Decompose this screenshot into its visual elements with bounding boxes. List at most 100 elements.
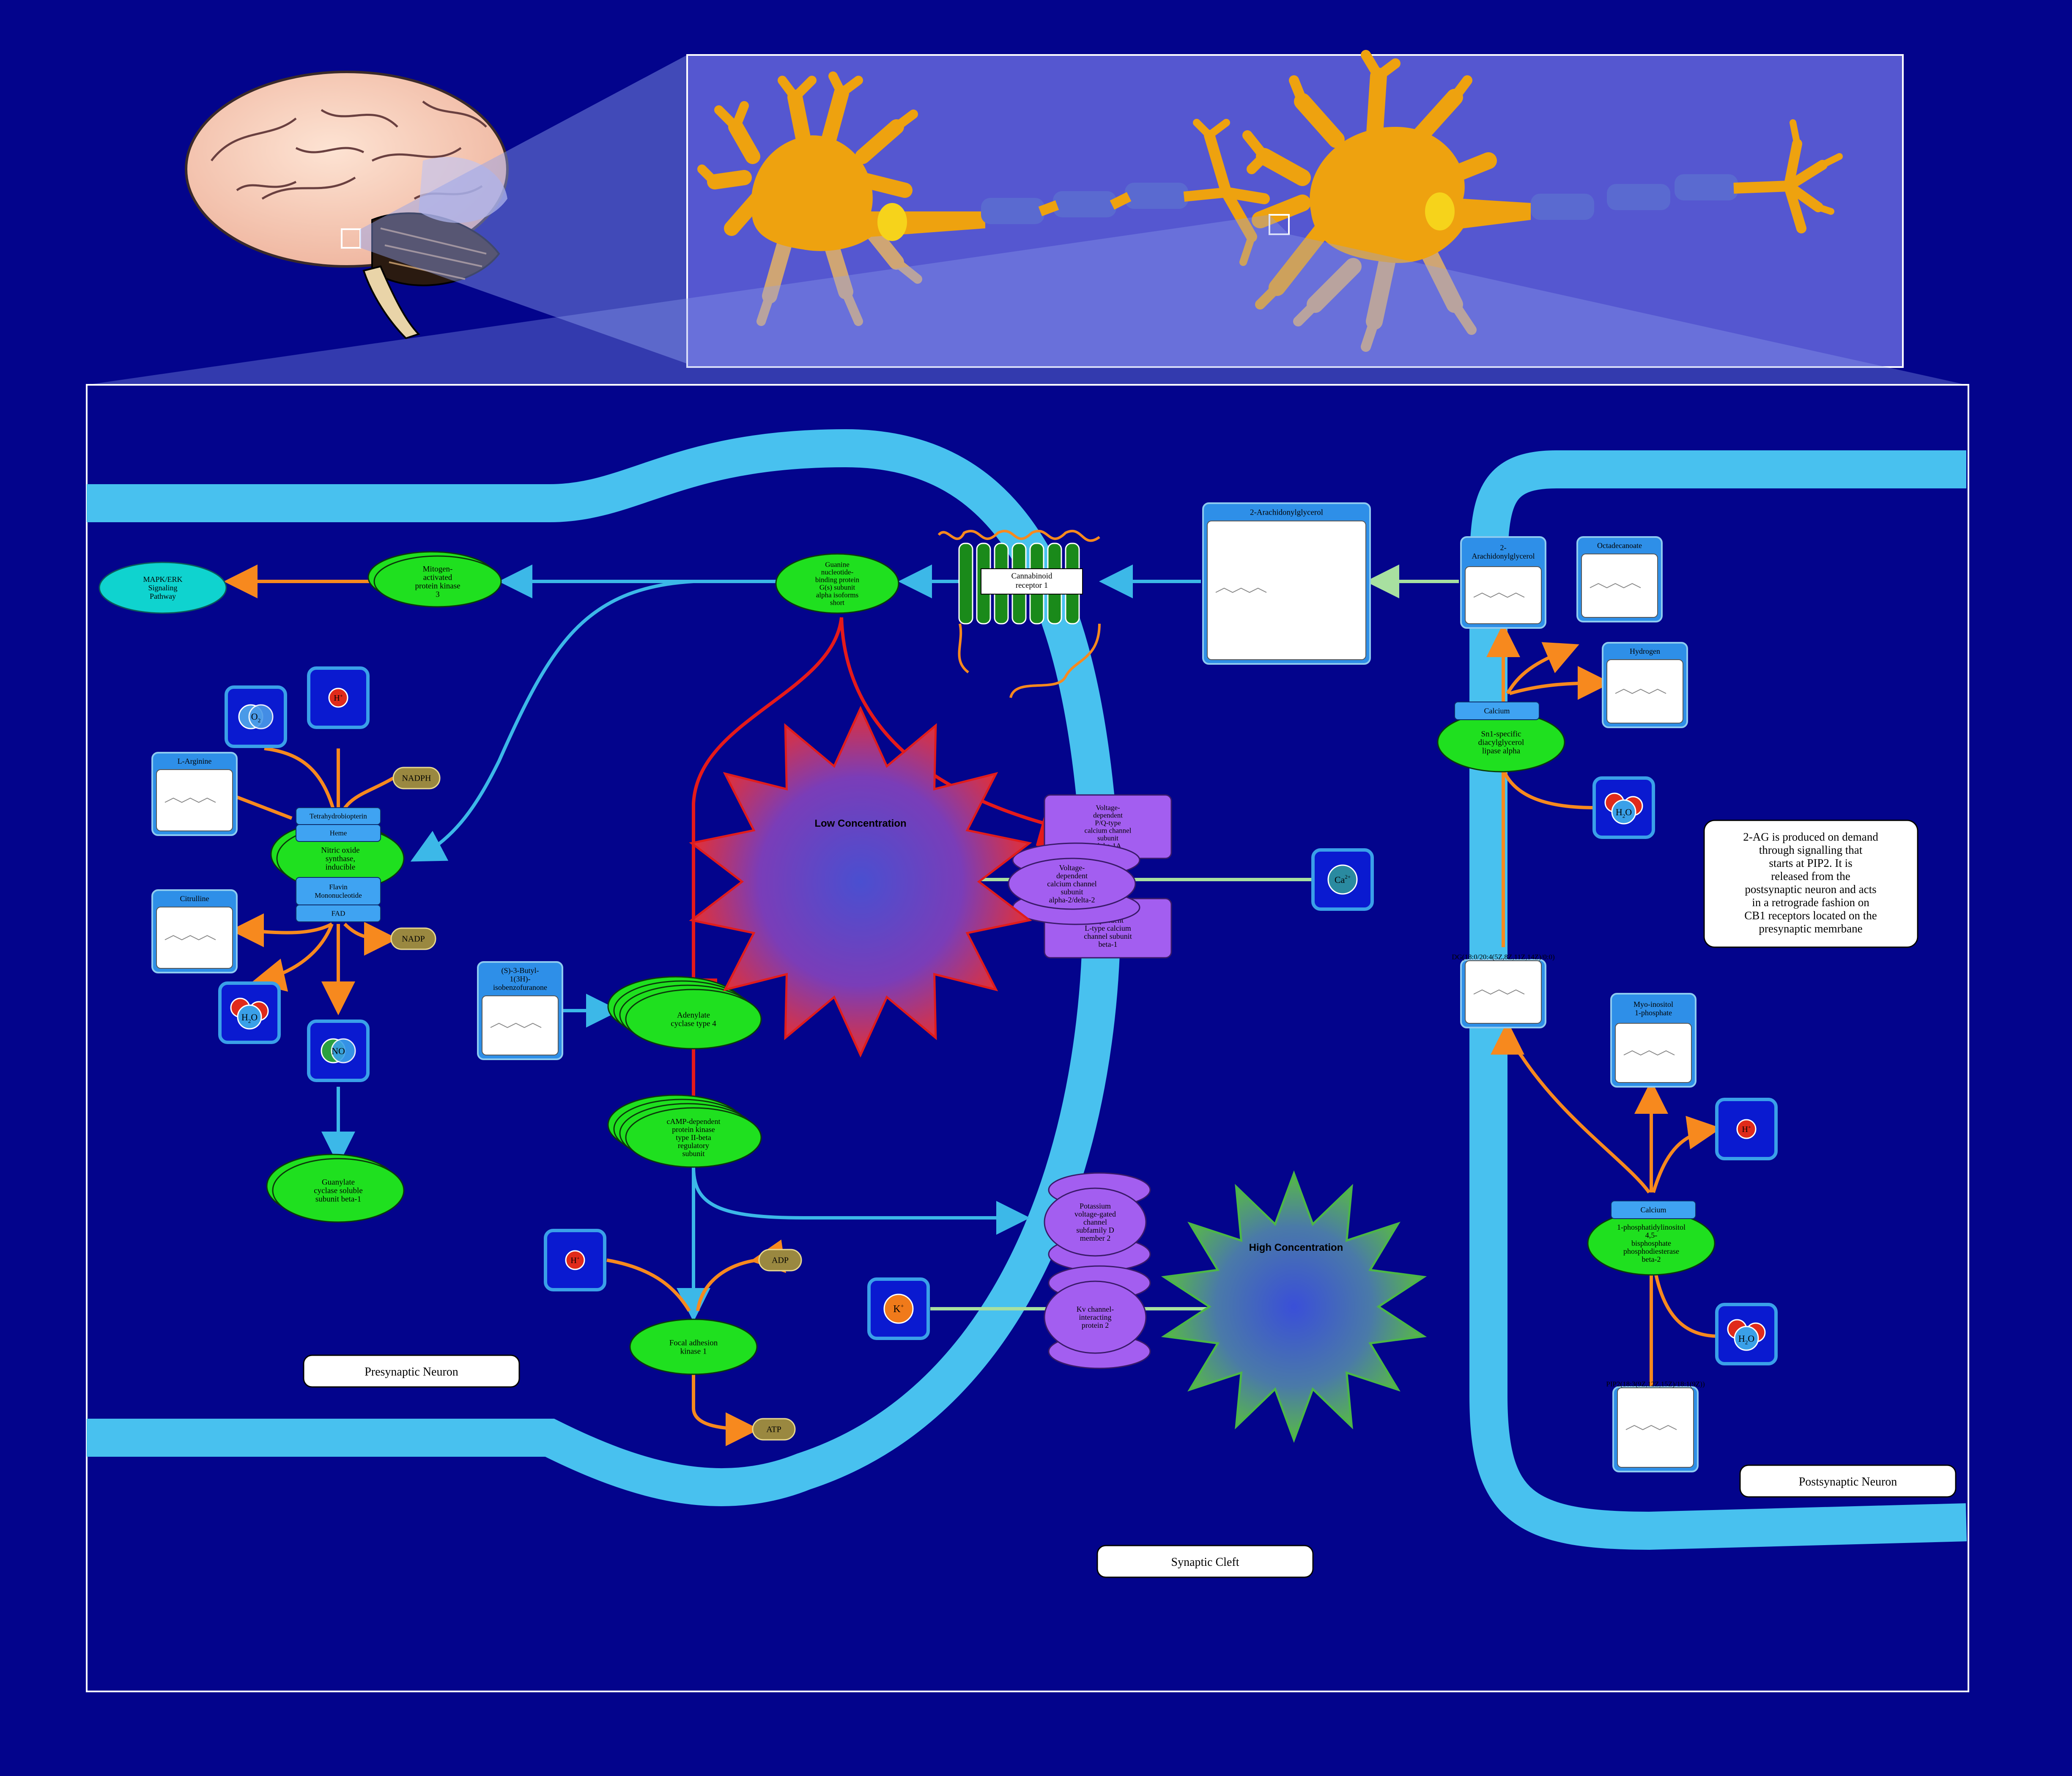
hydrogen-ion-box-3: H+ xyxy=(1715,1098,1778,1160)
label-text: FAD xyxy=(332,910,345,918)
water-ion-box-2: H2O xyxy=(1592,776,1655,839)
svg-text:H2O: H2O xyxy=(1738,1333,1754,1346)
label-text: Octadecanoate xyxy=(1597,541,1642,550)
svg-text:Presynaptic Neuron: Presynaptic Neuron xyxy=(365,1365,458,1379)
diacylglycerol-box[interactable]: DG(18:0/20:4(5Z,8Z,11Z,14Z)/0:0) xyxy=(1452,953,1555,1028)
calcium-ion-box-right: Ca2+ xyxy=(1311,848,1374,911)
potassium-ion-box-left: K+ xyxy=(867,1277,930,1340)
label-text: (S)-3-Butyl-1(3H)-isobenzofuranone xyxy=(493,966,547,992)
atp-pill: ATP xyxy=(752,1418,796,1441)
label-text: 2-Arachidonylglycerol xyxy=(1250,508,1323,517)
high-concentration-label: High Concentration xyxy=(1249,1242,1343,1253)
water-ion-box-1: H2O xyxy=(218,981,281,1044)
label-text: Calcium xyxy=(1484,707,1510,715)
label-text: Heme xyxy=(330,829,347,837)
structure-icon xyxy=(1215,587,1267,593)
butyl-isobenzofuranone-box[interactable]: (S)-3-Butyl-1(3H)-isobenzofuranone xyxy=(477,961,563,1060)
octadecanoate-box[interactable]: Octadecanoate xyxy=(1576,536,1663,622)
nadp-pill: NADP xyxy=(390,927,436,950)
label-postsynaptic: Postsynaptic Neuron xyxy=(1739,1464,1957,1498)
hydrogen-box[interactable]: Hydrogen xyxy=(1602,642,1688,728)
zoom-cone-bottom xyxy=(87,215,1966,385)
label-synaptic-cleft: Synaptic Cleft xyxy=(1096,1545,1314,1578)
2-arachidonylglycerol-box[interactable]: 2-Arachidonylglycerol xyxy=(1202,502,1371,665)
pip2-box[interactable]: PIP2(18:3(9Z,12Z,15Z)/18:1(9Z)) xyxy=(1606,1380,1705,1472)
structure-icon xyxy=(1590,583,1641,589)
fad-tag: FAD xyxy=(296,904,381,922)
label-text: 2-Arachidonylglycerol xyxy=(1472,543,1535,560)
svg-text:H+: H+ xyxy=(334,693,343,703)
calcium-tag-dagla: Calcium xyxy=(1454,702,1540,720)
svg-text:H2O: H2O xyxy=(241,1012,258,1024)
zoom-cone-top xyxy=(360,55,687,364)
structure-icon xyxy=(1473,592,1525,598)
structure-icon xyxy=(164,798,216,803)
label-text: Tetrahydrobiopterin xyxy=(310,812,367,820)
calcium-tag-plcb2: Calcium xyxy=(1611,1200,1696,1219)
svg-text:Postsynaptic Neuron: Postsynaptic Neuron xyxy=(1799,1475,1897,1488)
l-arginine-box[interactable]: L-Arginine xyxy=(151,752,238,836)
label-text: NADP xyxy=(402,935,425,944)
label-presynaptic: Presynaptic Neuron xyxy=(303,1354,520,1388)
neuron-illustration-left xyxy=(697,71,1270,326)
svg-text:O2: O2 xyxy=(251,711,260,724)
svg-text:Ca2+: Ca2+ xyxy=(1335,874,1351,885)
2-arachidonylglycerol-small-box[interactable]: 2-Arachidonylglycerol xyxy=(1460,536,1546,629)
label-text: ADP xyxy=(772,1256,789,1265)
label-text: NADPH xyxy=(402,774,431,783)
structure-icon xyxy=(164,935,216,940)
label-text: DG(18:0/20:4(5Z,8Z,11Z,14Z)/0:0) xyxy=(1452,953,1554,961)
label-text: L-Arginine xyxy=(178,757,212,765)
structure-icon xyxy=(1615,688,1666,694)
hydrogen-ion-box-2: H+ xyxy=(544,1229,606,1291)
svg-text:K+: K+ xyxy=(893,1303,904,1315)
adp-pill: ADP xyxy=(758,1249,802,1272)
brain-illustration xyxy=(185,71,509,340)
water-ion-box-3: H2O xyxy=(1715,1303,1778,1365)
label-text: PIP2(18:3(9Z,12Z,15Z)/18:1(9Z)) xyxy=(1606,1380,1705,1388)
hydrogen-ion-box-1: H+ xyxy=(307,666,370,729)
structure-icon xyxy=(490,1022,542,1028)
svg-text:H+: H+ xyxy=(1742,1124,1751,1134)
structure-icon xyxy=(1473,989,1525,995)
citrulline-box[interactable]: Citrulline xyxy=(151,889,238,973)
low-concentration-burst: Low Concentration xyxy=(689,705,1032,1058)
svg-text:Synaptic Cleft: Synaptic Cleft xyxy=(1171,1556,1239,1569)
svg-text:H2O: H2O xyxy=(1616,807,1632,819)
label-text: Citrulline xyxy=(180,894,209,903)
label-text: Hydrogen xyxy=(1630,647,1660,655)
high-concentration-burst: High Concentration xyxy=(1161,1170,1427,1443)
structure-icon xyxy=(1623,1050,1675,1056)
